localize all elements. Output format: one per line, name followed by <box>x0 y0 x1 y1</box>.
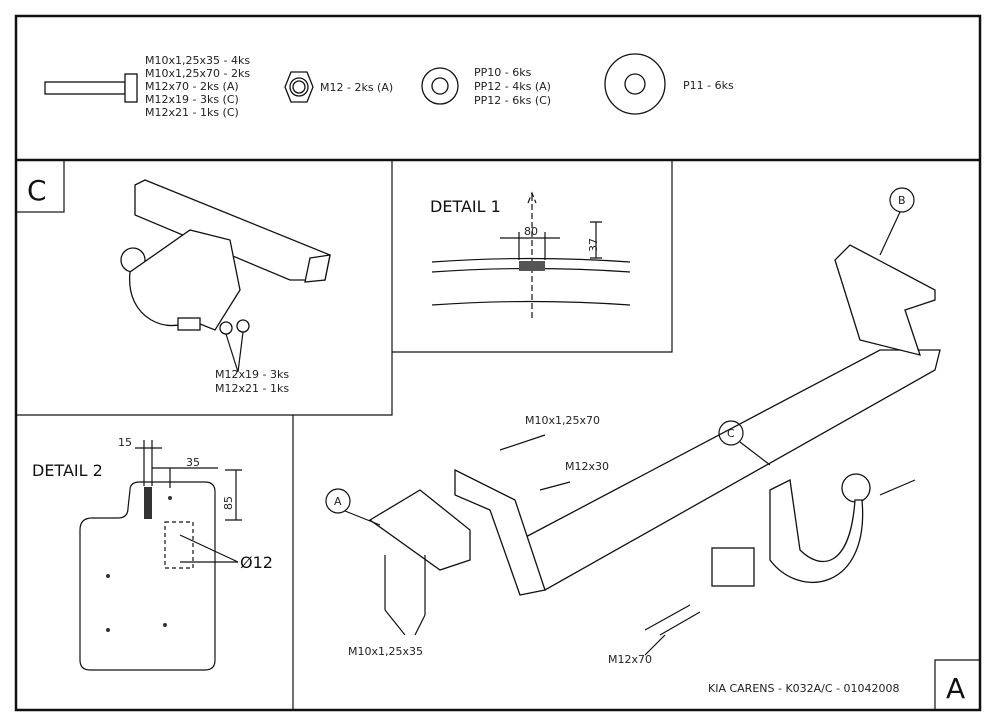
detail-2-panel: DETAIL 2 15 35 85 Ø12 <box>32 436 273 671</box>
hole-diameter: Ø12 <box>240 553 273 572</box>
bolt-line: M10x1,25x70 - 2ks <box>145 67 250 80</box>
panel-dividers <box>16 160 673 710</box>
washer-icon <box>421 67 459 105</box>
label-m12-70: M12x70 <box>608 653 652 666</box>
svg-text:A: A <box>334 495 342 508</box>
large-washer-label: P11 - 6ks <box>683 79 734 92</box>
detail-1-panel: DETAIL 1 80 37 <box>430 191 631 320</box>
bolt-line: M10x1,25x35 - 4ks <box>145 54 250 67</box>
callout-b <box>889 187 915 213</box>
title-block: KIA CARENS - K032A/C - 01042008 A <box>708 659 980 710</box>
callout-c <box>718 420 744 446</box>
hitch-ball-closeup <box>120 179 331 373</box>
hitch-neck <box>769 479 864 583</box>
dim-height: 37 <box>587 238 600 252</box>
view-c-panel: C M12x19 - 3ks M12x21 - 1ks <box>15 159 331 395</box>
dim-85: 85 <box>222 496 235 510</box>
bolt-line: M12x70 - 2ks (A) <box>145 80 239 93</box>
outer-frame <box>14 14 982 712</box>
bolt-line: M12x19 - 3ks (C) <box>145 93 239 106</box>
drawing-title: KIA CARENS - K032A/C - 01042008 <box>708 682 900 695</box>
callout-a <box>325 488 351 514</box>
socket-plate <box>711 547 755 587</box>
dim-35: 35 <box>186 456 200 469</box>
dim-width: 80 <box>524 225 538 238</box>
bolt-line: M12x21 - 1ks (C) <box>145 106 239 119</box>
nut-label: M12 - 2ks (A) <box>320 81 393 94</box>
svg-text:B: B <box>898 194 906 207</box>
parts-list: M10x1,25x35 - 4ks M10x1,25x70 - 2ks M12x… <box>44 53 734 119</box>
main-assembly: A B C M10x1,25x70 M12x30 M10x1,25x35 M12… <box>325 187 941 666</box>
label-m10-35: M10x1,25x35 <box>348 645 423 658</box>
tow-ball <box>841 473 871 503</box>
view-c-letter: C <box>27 174 47 207</box>
dim-15: 15 <box>118 436 132 449</box>
view-c-label: M12x19 - 3ks <box>215 368 289 381</box>
label-m12-30: M12x30 <box>565 460 609 473</box>
label-m10-70: M10x1,25x70 <box>525 414 600 427</box>
detail-2-title: DETAIL 2 <box>32 461 103 480</box>
nut-icon <box>284 71 314 103</box>
view-c-label: M12x21 - 1ks <box>215 382 289 395</box>
bracket-a <box>454 468 546 596</box>
bolt-icon <box>44 73 138 103</box>
plate-a <box>368 489 471 571</box>
sheet-letter: A <box>946 672 965 705</box>
washer-line: PP10 - 6ks <box>474 66 532 79</box>
bracket-b <box>834 244 936 356</box>
washer-line: PP12 - 6ks (C) <box>474 94 551 107</box>
svg-text:C: C <box>727 427 735 440</box>
washer-line: PP12 - 4ks (A) <box>474 80 551 93</box>
detail-1-title: DETAIL 1 <box>430 197 501 216</box>
large-washer-icon <box>604 53 666 115</box>
